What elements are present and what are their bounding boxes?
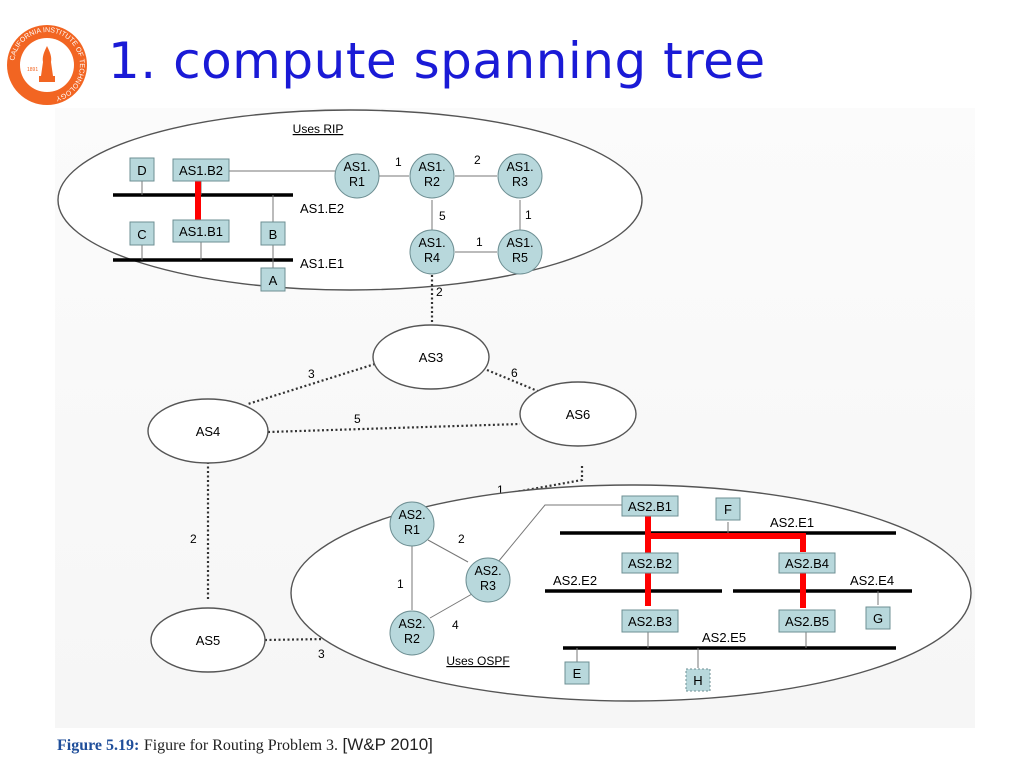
as2-bridge-b1 <box>621 495 679 517</box>
as1-bridge-b2 <box>172 158 230 182</box>
as2-router-r1 <box>389 501 435 547</box>
as1-cost-r3-r5: 1 <box>525 208 532 222</box>
as1-bridge-b1-label: AS1.B1 <box>179 224 223 239</box>
cost-as4-as6: 5 <box>354 412 361 426</box>
as2-host-g-label: G <box>873 611 883 626</box>
as1-host-b <box>260 221 286 246</box>
as1-cost-r1-r2: 1 <box>395 155 402 169</box>
as2-link-r3-b1 <box>497 504 622 563</box>
as1-host-c <box>129 221 155 246</box>
as1-boundary <box>57 109 643 291</box>
as2-bridge-b5 <box>778 609 836 633</box>
as2-e2-label: AS2.E2 <box>553 573 597 588</box>
figure-description: Figure for Routing Problem 3. <box>143 737 339 754</box>
as1-bridge-b1 <box>172 219 230 243</box>
as1-bridge-b2-label: AS1.B2 <box>179 163 223 178</box>
as1-e1-label: AS1.E1 <box>300 256 344 271</box>
as2-host-f-label: F <box>724 502 732 517</box>
figure-number: Figure 5.19: <box>57 737 140 754</box>
cost-as3-as6: 6 <box>511 366 518 380</box>
link-as3-as6 <box>486 368 541 394</box>
slide-title: 1. compute spanning tree <box>108 32 766 90</box>
as1-host-c-label: C <box>137 227 146 242</box>
cost-r4-as3: 2 <box>436 285 443 299</box>
as6-label: AS6 <box>566 407 591 422</box>
as1-protocol-label: Uses RIP <box>293 122 344 136</box>
as2-e5-label: AS2.E5 <box>702 630 746 645</box>
as1-router-r4 <box>409 229 455 275</box>
as4-node <box>147 398 269 464</box>
link-as4-as6 <box>267 422 521 434</box>
as2-bridge-b5-label: AS2.B5 <box>785 614 829 629</box>
as2-router-r3 <box>465 557 511 603</box>
svg-text:1891: 1891 <box>27 67 38 73</box>
cost-as3-as4: 3 <box>308 367 315 381</box>
as2-bridge-b4 <box>778 552 836 574</box>
as2-host-e-label: E <box>573 666 582 681</box>
as1-router-r2 <box>409 153 455 199</box>
as2-bridge-b1-label: AS2.B1 <box>628 499 672 514</box>
as2-protocol-label: Uses OSPF <box>446 654 509 668</box>
as1-router-r1 <box>334 153 380 199</box>
as2-host-e <box>564 661 590 685</box>
as1-router-r5-label: AS1.R5 <box>506 236 533 265</box>
as2-bridge-b3-label: AS2.B3 <box>628 614 672 629</box>
cost-as4-as5: 2 <box>190 532 197 546</box>
as1-cost-r4-r5: 1 <box>476 235 483 249</box>
as1-host-a <box>260 267 286 292</box>
as2-router-r2 <box>389 610 435 656</box>
as1-e2-label: AS1.E2 <box>300 201 344 216</box>
as1-host-d-label: D <box>137 163 146 178</box>
as2-bridge-b2 <box>621 552 679 574</box>
as5-node <box>150 607 266 673</box>
as2-host-h <box>685 668 711 692</box>
figure-caption: Figure 5.19: Figure for Routing Problem … <box>57 735 433 755</box>
caltech-seal-logo: CALIFORNIA INSTITUTE OF TECHNOLOGY 1891 <box>7 25 87 105</box>
as1-router-r5 <box>497 229 543 275</box>
as4-label: AS4 <box>196 424 221 439</box>
as1-cost-r2-r3: 2 <box>474 153 481 167</box>
as1-router-r3-label: AS1.R3 <box>506 160 533 189</box>
as1-router-r2-label: AS1.R2 <box>418 160 445 189</box>
link-as6-as2r1 <box>437 466 584 508</box>
as1-host-d <box>129 157 155 182</box>
as2-bridge-b2-label: AS2.B2 <box>628 556 672 571</box>
as3-node <box>372 324 490 390</box>
as1-router-r4-label: AS1.R4 <box>418 236 445 265</box>
cost-as6-as2r1: 1 <box>497 483 504 497</box>
as1-router-r1-label: AS1.R1 <box>343 160 370 189</box>
as2-cost-r1-r3: 2 <box>458 532 465 546</box>
cost-as5-as2r2: 3 <box>318 647 325 661</box>
as3-label: AS3 <box>419 350 444 365</box>
figure-citation: [W&P 2010] <box>342 735 433 754</box>
as2-e4-label: AS2.E4 <box>850 573 894 588</box>
as2-link-r2-r3 <box>429 593 473 619</box>
as1-cost-r2-r4: 5 <box>439 209 446 223</box>
as6-node <box>519 381 637 447</box>
as2-cost-r1-r2: 1 <box>397 577 404 591</box>
as2-cost-r2-r3: 4 <box>452 618 459 632</box>
as2-router-r1-label: AS2.R1 <box>398 508 425 537</box>
as1-host-b-label: B <box>269 227 278 242</box>
as2-link-r1-r3 <box>427 539 469 563</box>
as2-host-g <box>865 606 891 630</box>
as2-host-f <box>715 497 741 521</box>
as2-tree-edge-e1-b4 <box>648 533 806 552</box>
as2-e1-label: AS2.E1 <box>770 515 814 530</box>
as2-host-h-label: H <box>693 673 702 688</box>
as2-router-r3-label: AS2.R3 <box>474 564 501 593</box>
as1-router-r3 <box>497 153 543 199</box>
as5-label: AS5 <box>196 633 221 648</box>
as1-host-a-label: A <box>269 273 278 288</box>
as2-bridge-b4-label: AS2.B4 <box>785 556 829 571</box>
as2-router-r2-label: AS2.R2 <box>398 617 425 646</box>
as2-bridge-b3 <box>621 609 679 633</box>
